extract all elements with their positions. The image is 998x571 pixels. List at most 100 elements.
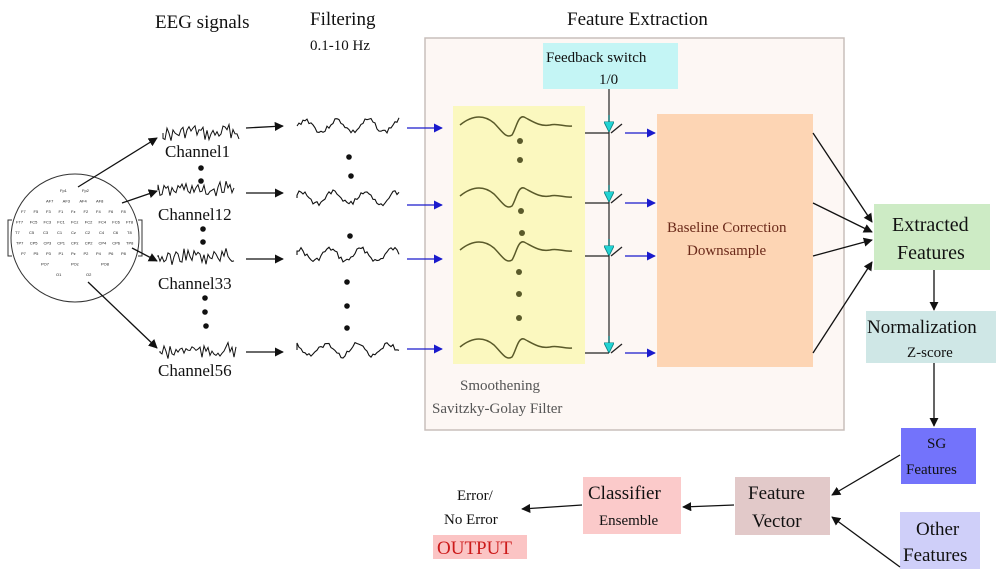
electrode-label: CP5: [30, 241, 39, 246]
electrode-label: AF7: [46, 199, 54, 204]
electrode-label: AF8: [96, 199, 104, 204]
sg-filter-label: Savitzky-Golay Filter: [432, 401, 562, 417]
arrow-vector-to-classifier: [682, 502, 735, 512]
electrode-label: T7: [15, 230, 20, 235]
feedback-switch-title: Feedback switch: [546, 50, 647, 66]
feature-vector-line1: Feature: [748, 483, 805, 504]
raw-waveform: [159, 341, 237, 359]
blue-baseline-arrows: [625, 128, 656, 358]
electrode-label: F8: [121, 209, 126, 214]
raw-eeg-waveforms: [157, 122, 240, 359]
electrode-label: FC6: [112, 220, 120, 225]
electrode-label: F6: [109, 209, 114, 214]
filtered-waveforms: [296, 117, 400, 359]
electrode-label: C4: [99, 230, 105, 235]
electrode-label: AF3: [63, 199, 71, 204]
filtered-ellipsis-dots: [344, 154, 354, 331]
arrow-head-to-channel1: [77, 137, 158, 188]
feature-vector-line2: Vector: [752, 511, 802, 532]
electrode-label: CP2: [85, 241, 94, 246]
electrode-label: F1: [59, 209, 64, 214]
electrode-label: POz: [71, 262, 79, 267]
output-label-box: [433, 535, 527, 559]
normalization-box: [866, 311, 996, 363]
arrow-sg-to-vector: [831, 454, 901, 496]
electrode-label: CP6: [112, 241, 121, 246]
output-label: OUTPUT: [437, 538, 512, 559]
filtered-waveform: [296, 117, 400, 135]
electrode-label: C3: [43, 230, 49, 235]
electrode-label: C5: [29, 230, 35, 235]
electrode-label: F4: [96, 209, 101, 214]
classifier-line2: Ensemble: [599, 513, 658, 529]
smoothed-waveform: [459, 187, 573, 208]
electrode-label: P5: [34, 251, 40, 256]
feature-vector-box: [735, 477, 830, 535]
raw-waveform: [162, 122, 240, 142]
filtered-waveform: [296, 246, 400, 263]
channel-label-33: Channel33: [158, 274, 232, 293]
electrode-label: Fz: [71, 209, 75, 214]
electrode-label: AF4: [79, 199, 87, 204]
extracted-features-line2: Features: [897, 242, 965, 264]
switch-lines: [585, 123, 623, 354]
electrode-label: P7: [21, 251, 27, 256]
smoothed-waveform: [459, 116, 573, 137]
electrode-label: TP8: [126, 241, 134, 246]
electrode-label: C1: [57, 230, 63, 235]
electrode-label: C2: [85, 230, 91, 235]
raw-waveform: [157, 180, 235, 197]
other-features-box: [900, 512, 980, 569]
arrow-head-to-channel56: [87, 281, 158, 349]
electrode-label: T8: [127, 230, 132, 235]
electrode-label: CP3: [44, 241, 53, 246]
output-line1: Error/: [457, 488, 494, 504]
arrows-to-extracted: [812, 132, 873, 354]
header-feature-extraction: Feature Extraction: [567, 9, 708, 30]
extracted-features-box: [874, 204, 990, 270]
electrode-label: Pz: [71, 251, 76, 256]
electrode-label: FCz: [71, 220, 78, 225]
sg-features-line2: Features: [906, 462, 957, 478]
electrode-label: O1: [56, 272, 62, 277]
electrode-label: P2: [84, 251, 90, 256]
extracted-features-line1: Extracted: [892, 214, 969, 236]
feedback-switch-state: 1/0: [599, 72, 618, 88]
classifier-box: [583, 477, 681, 534]
sg-features-line1: SG: [927, 436, 946, 452]
smoothed-waveforms: [459, 116, 573, 359]
electrode-label: P1: [59, 251, 65, 256]
feedback-switch-box: [543, 43, 678, 89]
electrode-label: F7: [21, 209, 26, 214]
smoothening-label: Smoothening: [460, 378, 541, 394]
header-filtering-band: 0.1-10 Hz: [310, 38, 370, 54]
baseline-correction-box: [657, 114, 813, 367]
normalization-line2: Z-score: [907, 345, 953, 361]
arrow-classifier-to-output: [521, 503, 583, 513]
electrode-label: CPz: [71, 241, 79, 246]
baseline-correction-label: Baseline Correction: [667, 220, 787, 236]
electrode-label: CP1: [57, 241, 66, 246]
electrode-label: F2: [84, 209, 89, 214]
electrode-label: Cz: [71, 230, 76, 235]
channel-label-1: Channel1: [165, 142, 230, 161]
electrode-label: O2: [86, 272, 92, 277]
other-features-line1: Other: [916, 519, 960, 540]
electrode-label: FC1: [57, 220, 65, 225]
electrode-label: P3: [46, 251, 52, 256]
other-features-line2: Features: [903, 545, 967, 566]
electrode-label: F5: [34, 209, 39, 214]
electrode-label: FC3: [44, 220, 52, 225]
arrow-head-to-channel33: [131, 247, 158, 262]
filtered-waveform: [296, 189, 400, 207]
electrode-label: Fp1: [60, 188, 68, 193]
output-line2: No Error: [444, 512, 498, 528]
electrode-label: F3: [46, 209, 51, 214]
electrode-label: FC5: [30, 220, 38, 225]
header-eeg-signals: EEG signals: [155, 12, 249, 33]
sg-features-box: [901, 428, 976, 484]
sg-filter-box: [453, 106, 585, 364]
smoothed-waveform: [459, 338, 573, 359]
